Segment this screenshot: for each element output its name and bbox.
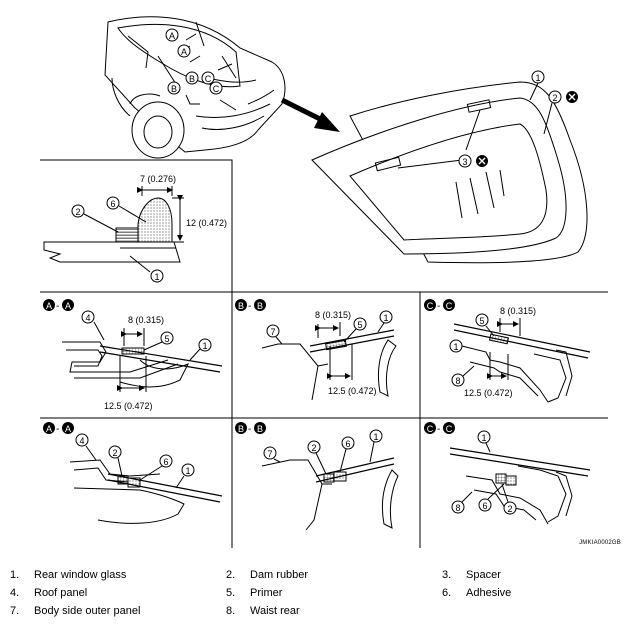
title-cc2-dash: - [437,424,440,435]
section-cc-upper [453,318,591,403]
callout-6-detail: 6 [110,199,115,209]
title-bb-left: B [238,301,244,311]
title-cc-dash: - [437,301,440,312]
section-aa-lower [69,459,223,524]
legend-label: Adhesive [466,587,512,599]
cross-icon [568,93,576,101]
callout-3-glass: 3 [462,157,467,167]
cc-upper-dim-8: 8 (0.315) [500,306,536,316]
title-bb-right: B [257,301,263,311]
legend-num: 7. [10,605,20,617]
bb-upper-callout-5: 5 [357,320,362,330]
section-callouts-car: A A B B C C [165,28,223,95]
legend-num: 1. [10,569,20,581]
legend-num: 8. [226,605,236,617]
bb-upper-callout-1: 1 [383,313,388,323]
bb-upper-dim-8: 8 (0.315) [315,310,351,320]
aa-lower-callout-1: 1 [185,466,190,476]
cc-upper-callout-1: 1 [453,342,458,352]
legend-num: 6. [442,587,452,599]
section-cc-lower [449,447,591,525]
callout-2-glass: 2 [552,93,557,103]
legend-num: 2. [226,569,236,581]
callout-b-left: B [171,84,177,94]
title-cc2-left: C [427,424,434,434]
callout-2-detail: 2 [75,207,80,217]
bb-lower-callout-1: 1 [373,432,378,442]
title-bb2-left: B [238,424,244,434]
title-cc-left: C [427,301,434,311]
legend-label: Roof panel [34,587,88,599]
bb-upper-dim-125: 12.5 (0.472) [328,386,377,396]
cc-lower-callout-2: 2 [507,504,512,514]
dim-7-label: 7 (0.276) [140,174,176,184]
aa-lower-callout-4: 4 [79,436,84,446]
cc-upper-dim-125: 12.5 (0.472) [464,388,513,398]
title-bb2-right: B [257,424,263,434]
section-bb-lower [261,457,399,531]
cc-upper-callout-8: 8 [455,376,460,386]
aa-lower-callout-2: 2 [112,448,117,458]
legend-num: 5. [226,587,236,599]
legend-label: Rear window glass [34,569,127,581]
title-cc-right: C [446,301,453,311]
aa-upper-callout-4: 4 [85,313,90,323]
title-cc2-right: C [446,424,453,434]
cross-icon [478,157,486,165]
title-bb-dash: - [248,301,251,312]
car-rear-view [104,16,286,159]
bb-lower-callout-7: 7 [267,449,272,459]
callout-a-lower: A [181,47,187,57]
title-aa-left: A [46,301,52,311]
legend-num: 4. [10,587,20,599]
glass-callouts: 1 2 3 [458,70,578,168]
callout-1-glass: 1 [535,73,540,83]
cc-lower-callout-8: 8 [455,503,460,513]
legend-label: Dam rubber [250,569,309,581]
callout-b-right: B [189,74,195,84]
legend-label: Waist rear [250,605,300,617]
title-aa2-right: A [65,424,71,434]
aa-lower-callout-6: 6 [163,457,168,467]
callout-a-top: A [169,31,175,41]
aa-upper-dim-125: 12.5 (0.472) [104,401,153,411]
title-aa-right: A [65,301,71,311]
cc-lower-callout-1: 1 [481,433,486,443]
legend-label: Spacer [466,569,501,581]
callout-c-lower: C [213,84,220,94]
title-aa2-left: A [46,424,52,434]
dim-12-label: 12 (0.472) [186,218,227,228]
callout-1-detail: 1 [154,272,159,282]
section-titles: A - A B - B C - C A - A B - B C - C [43,299,455,435]
rear-window-glass-drawing [311,81,588,264]
section-grid-frame [40,291,608,548]
cc-upper-callout-5: 5 [479,316,484,326]
legend-num: 3. [442,569,452,581]
direction-arrow [280,97,340,132]
bb-lower-callout-2: 2 [311,443,316,453]
title-aa-dash: - [56,301,59,312]
section-aa-upper [62,328,223,392]
aa-upper-callout-5: 5 [164,334,169,344]
bb-lower-callout-6: 6 [345,439,350,449]
callout-c-top: C [205,74,212,84]
adhesive-detail-panel: 7 (0.276) 12 (0.472) 2 6 1 [40,159,233,292]
cc-lower-callout-6: 6 [482,501,487,511]
title-bb2-dash: - [248,424,251,435]
legend-label: Primer [250,587,283,599]
aa-upper-dim-8: 8 (0.315) [128,315,164,325]
legend-label: Body side outer panel [34,605,141,617]
aa-upper-callout-1: 1 [202,341,207,351]
title-aa2-dash: - [56,424,59,435]
bb-upper-callout-7: 7 [270,327,275,337]
figure-code: JMKIA0002GB [579,540,621,546]
section-bb-upper [261,322,397,401]
